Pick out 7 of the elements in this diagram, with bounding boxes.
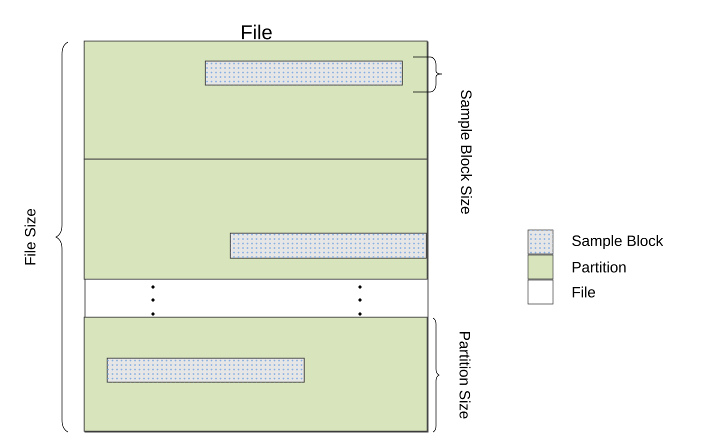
legend-label: File: [572, 286, 596, 298]
legend-label: Sample Block: [572, 235, 664, 249]
node-label: File: [242, 24, 272, 40]
dimension-label: File Size: [24, 208, 36, 265]
dimension-label: Sample Block Size: [458, 90, 472, 214]
dimension-label: Partition Size: [460, 332, 471, 418]
legend-label: Partition: [572, 262, 626, 272]
